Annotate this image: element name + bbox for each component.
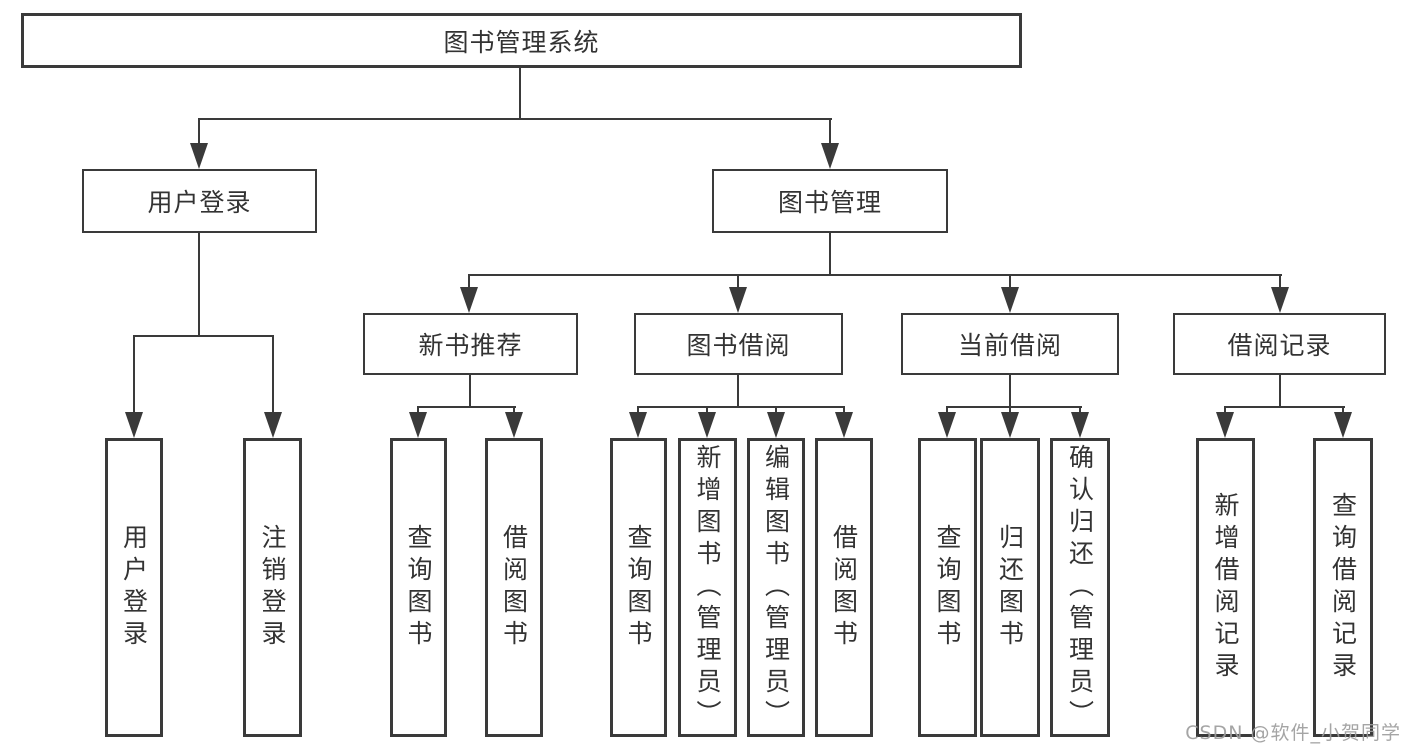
connector-segment xyxy=(1279,373,1281,408)
connector-segment xyxy=(133,335,274,337)
node-label: 查询图书 xyxy=(624,523,653,652)
connector-segment xyxy=(737,274,739,290)
diagram-node-current-borrow: 当前借阅 xyxy=(901,313,1119,375)
diagram-node-leaf-confirm-return: 确认归还（管理员） xyxy=(1050,438,1110,737)
diagram-node-leaf-query-book-3: 查询图书 xyxy=(918,438,977,737)
watermark: CSDN @软件_小贺同学 xyxy=(1185,722,1401,744)
connector-segment xyxy=(1009,406,1011,415)
arrowhead-down-icon xyxy=(125,412,143,438)
connector-segment xyxy=(519,68,521,120)
arrowhead-down-icon xyxy=(1216,412,1234,438)
node-label: 图书管理 xyxy=(777,188,882,217)
connector-segment xyxy=(1342,406,1344,415)
connector-segment xyxy=(1009,373,1011,408)
arrowhead-down-icon xyxy=(1001,412,1019,438)
diagram-node-root: 图书管理系统 xyxy=(21,13,1022,68)
arrowhead-down-icon xyxy=(505,412,523,438)
connector-segment xyxy=(843,406,845,415)
connector-segment xyxy=(1079,406,1081,415)
arrowhead-down-icon xyxy=(1071,412,1089,438)
connector-segment xyxy=(198,118,200,146)
arrowhead-down-icon xyxy=(629,412,647,438)
diagram-node-leaf-query-book-1: 查询图书 xyxy=(390,438,447,737)
node-label: 图书借阅 xyxy=(686,331,791,360)
node-label: 查询借阅记录 xyxy=(1328,491,1358,684)
connector-segment xyxy=(133,335,135,414)
connector-segment xyxy=(417,406,516,408)
diagram-node-book-borrow: 图书借阅 xyxy=(634,313,843,375)
diagram-node-leaf-query-borrow-record: 查询借阅记录 xyxy=(1313,438,1373,737)
connector-segment xyxy=(637,406,639,415)
arrowhead-down-icon xyxy=(729,287,747,313)
node-label: 借阅图书 xyxy=(499,523,529,652)
diagram-node-leaf-logout: 注销登录 xyxy=(243,438,302,737)
connector-segment xyxy=(272,335,274,414)
node-label: 借阅图书 xyxy=(829,523,859,652)
connector-segment xyxy=(469,373,471,408)
node-label: 归还图书 xyxy=(995,523,1025,652)
node-label: 新增借阅记录 xyxy=(1211,491,1240,684)
diagram-node-leaf-add-book: 新增图书（管理员） xyxy=(678,438,737,737)
node-label: 图书管理系统 xyxy=(443,27,600,57)
diagram-node-leaf-return-book: 归还图书 xyxy=(980,438,1040,737)
connector-segment xyxy=(946,406,1082,408)
connector-segment xyxy=(775,406,777,415)
diagram-node-user-login: 用户登录 xyxy=(82,169,317,233)
arrowhead-down-icon xyxy=(698,412,716,438)
node-label: 新增图书（管理员） xyxy=(693,443,722,732)
arrowhead-down-icon xyxy=(821,143,839,169)
arrowhead-down-icon xyxy=(409,412,427,438)
node-label: 新书推荐 xyxy=(418,331,523,360)
arrowhead-down-icon xyxy=(1001,287,1019,313)
connector-segment xyxy=(1224,406,1226,415)
connector-segment xyxy=(468,274,1282,276)
connector-segment xyxy=(1279,274,1281,290)
arrowhead-down-icon xyxy=(190,143,208,169)
connector-segment xyxy=(829,231,831,276)
arrowhead-down-icon xyxy=(460,287,478,313)
connector-segment xyxy=(737,373,739,408)
connector-segment xyxy=(637,406,845,408)
arrowhead-down-icon xyxy=(1334,412,1352,438)
node-label: 确认归还（管理员） xyxy=(1065,443,1095,732)
connector-segment xyxy=(829,118,831,146)
diagram-node-book-mgmt: 图书管理 xyxy=(712,169,948,233)
connector-segment xyxy=(706,406,708,415)
diagram-node-leaf-borrow-book-2: 借阅图书 xyxy=(815,438,873,737)
arrowhead-down-icon xyxy=(938,412,956,438)
arrowhead-down-icon xyxy=(767,412,785,438)
connector-segment xyxy=(468,274,470,290)
arrowhead-down-icon xyxy=(1271,287,1289,313)
node-label: 编辑图书（管理员） xyxy=(761,443,791,732)
connector-segment xyxy=(1009,274,1011,290)
connector-segment xyxy=(1224,406,1345,408)
node-label: 查询图书 xyxy=(404,523,433,652)
node-label: 查询图书 xyxy=(933,523,962,652)
connector-segment xyxy=(417,406,419,415)
node-label: 用户登录 xyxy=(119,523,149,652)
diagram-node-new-book-recommend: 新书推荐 xyxy=(363,313,578,375)
diagram-node-leaf-user-login: 用户登录 xyxy=(105,438,163,737)
connector-segment xyxy=(198,118,832,120)
diagram-node-borrow-record: 借阅记录 xyxy=(1173,313,1386,375)
diagram-node-leaf-borrow-book-1: 借阅图书 xyxy=(485,438,543,737)
arrowhead-down-icon xyxy=(835,412,853,438)
node-label: 借阅记录 xyxy=(1227,331,1332,360)
diagram-node-leaf-query-book-2: 查询图书 xyxy=(610,438,667,737)
diagram-node-leaf-add-borrow-record: 新增借阅记录 xyxy=(1196,438,1255,737)
diagram-node-leaf-edit-book: 编辑图书（管理员） xyxy=(747,438,805,737)
arrowhead-down-icon xyxy=(264,412,282,438)
connector-segment xyxy=(946,406,948,415)
node-label: 用户登录 xyxy=(147,188,252,217)
connector-segment xyxy=(513,406,515,415)
node-label: 当前借阅 xyxy=(957,331,1062,360)
node-label: 注销登录 xyxy=(258,523,287,652)
connector-segment xyxy=(198,231,200,337)
